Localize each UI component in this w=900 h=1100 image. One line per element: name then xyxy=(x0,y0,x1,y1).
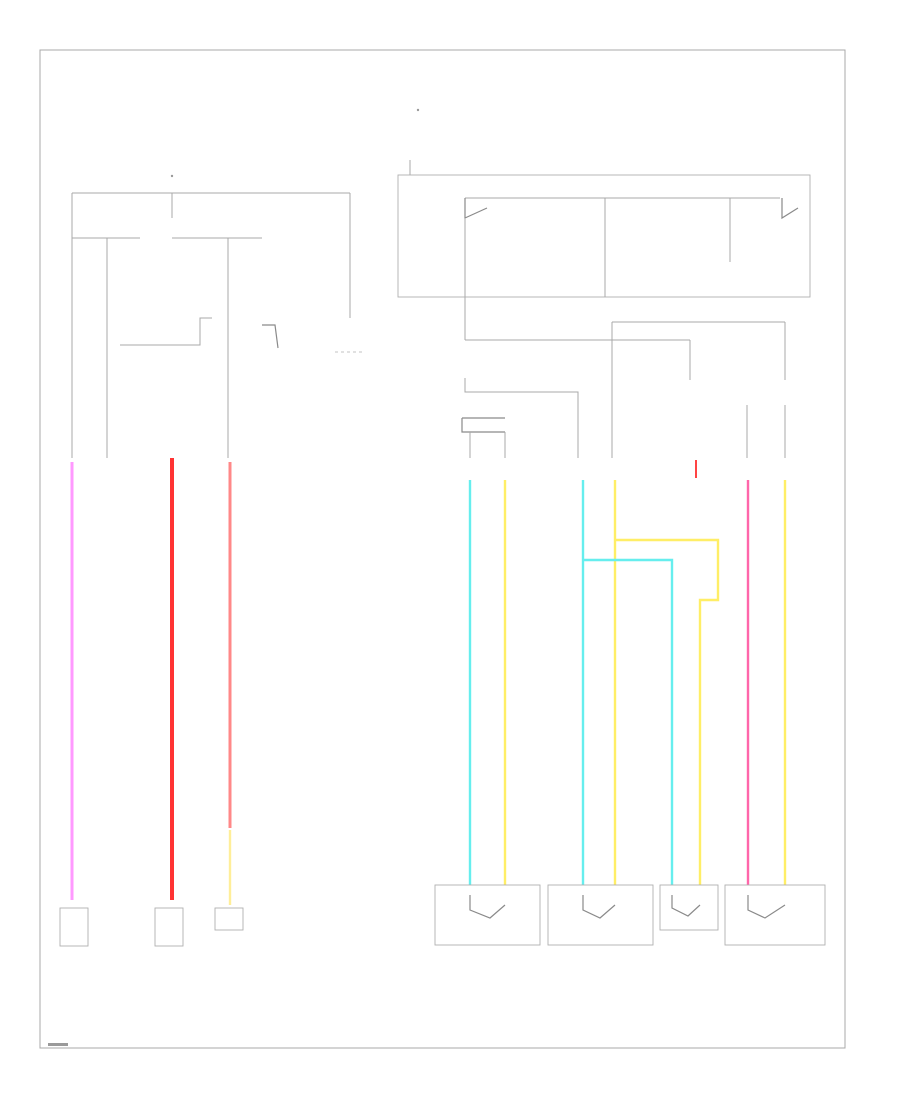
relay-vert xyxy=(464,198,731,340)
left-switch-symbol xyxy=(262,324,279,349)
left-component-3 xyxy=(214,907,244,931)
right-component-1 xyxy=(434,884,541,946)
right-component-3 xyxy=(659,884,719,931)
right-component-2 xyxy=(547,884,654,946)
fuse-top-pin xyxy=(416,108,420,112)
left-component-1 xyxy=(59,907,89,947)
right-bus-drops xyxy=(611,322,786,458)
relay-switch-2 xyxy=(781,198,799,220)
relay-box xyxy=(397,174,811,298)
lock-switch-symbol xyxy=(461,417,505,433)
footer-mark xyxy=(48,1043,68,1046)
left-bus-drop-1 xyxy=(71,193,351,218)
left-component-2 xyxy=(154,907,184,947)
diagram-border xyxy=(39,49,846,1049)
component-symbols xyxy=(469,895,786,919)
right-stub-wires xyxy=(746,405,786,458)
left-wire-5 xyxy=(120,317,212,346)
right-sub-bus xyxy=(464,378,579,458)
lock-switch-drops xyxy=(469,432,506,458)
wire-cyan-crossover xyxy=(583,558,674,885)
right-component-4 xyxy=(724,884,826,946)
wire-yellow-crossover xyxy=(615,538,720,885)
fuse-left-pin xyxy=(170,174,174,178)
